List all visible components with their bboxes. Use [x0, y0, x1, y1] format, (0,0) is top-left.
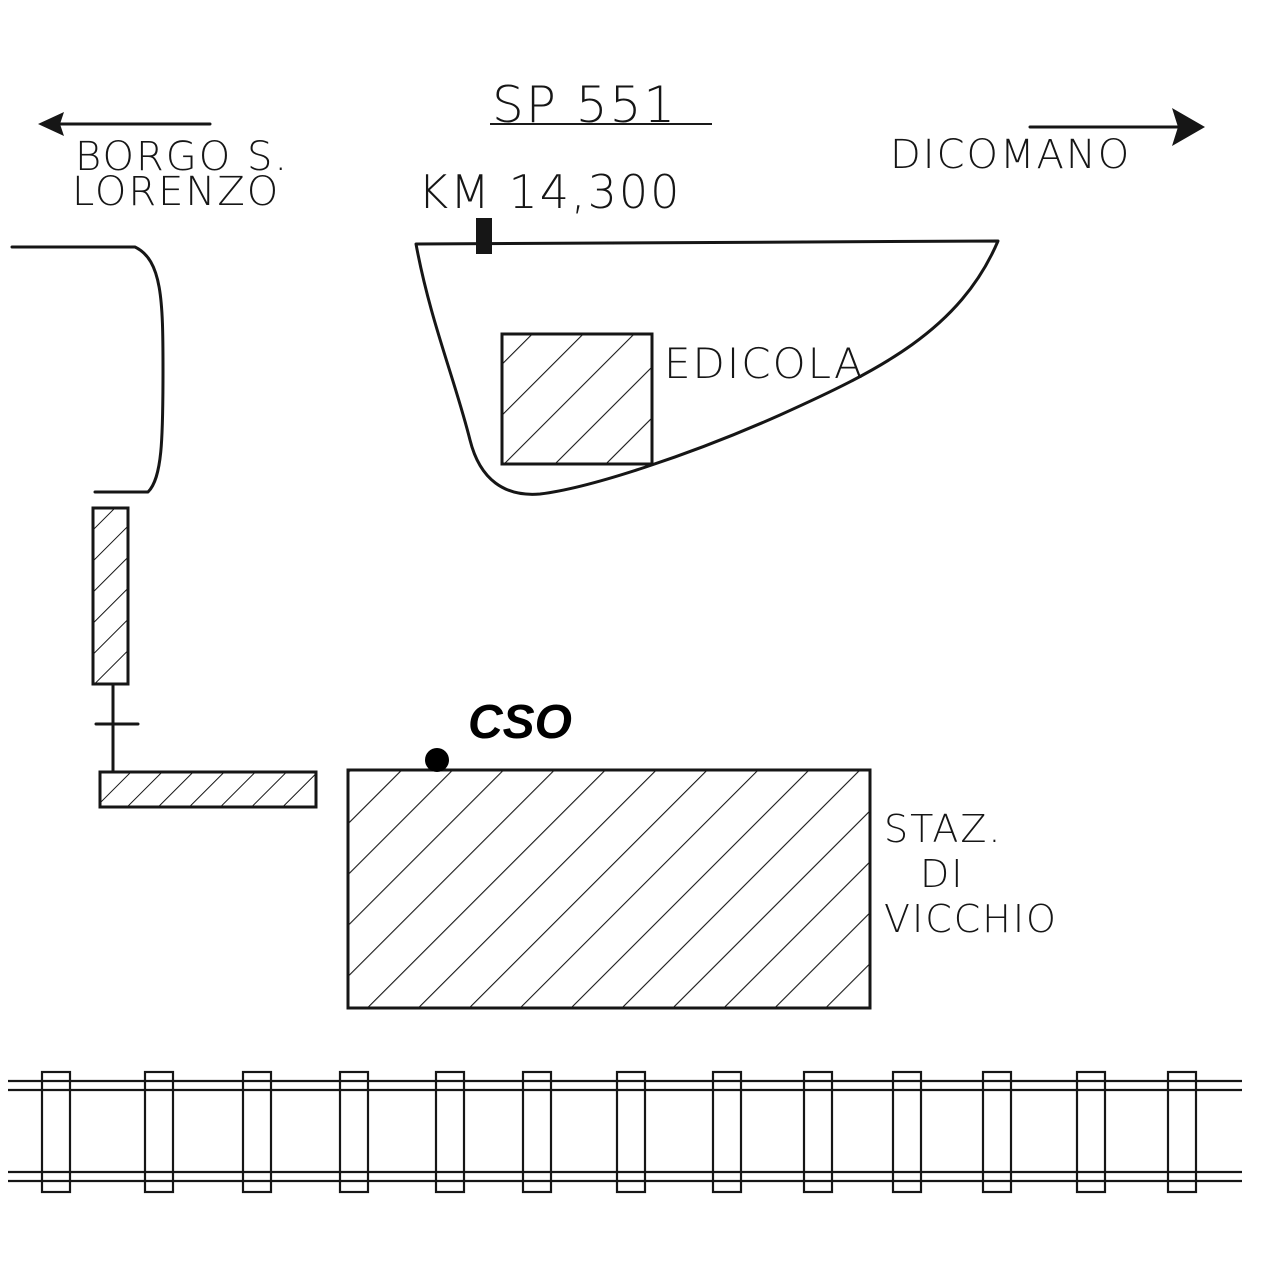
kiosk-label: EDICOLA [664, 339, 865, 388]
station-label-line1: STAZ. [884, 807, 1003, 851]
station-building [346, 768, 872, 1010]
point-label: CSO [468, 696, 572, 749]
station-label-line2: DI [920, 852, 964, 896]
right-direction-label: DICOMANO [890, 132, 1131, 178]
vertical-wall [91, 506, 130, 686]
traffic-island-outline [414, 239, 1000, 496]
filled-circle-icon [425, 748, 449, 772]
left-direction-line1: BORGO S. [75, 134, 289, 180]
railway-track [8, 1070, 1242, 1194]
kiosk-building [500, 332, 654, 466]
horizontal-wall [98, 770, 318, 809]
left-direction-line2: LORENZO [72, 169, 280, 215]
left-building-outline [10, 245, 165, 494]
km-marker-post [476, 218, 492, 254]
station-label-line3: VICCHIO [884, 897, 1058, 941]
arrow-right-icon [1028, 108, 1205, 146]
km-marker-label: KM 14,300 [418, 165, 681, 219]
arrow-left-icon [38, 112, 212, 136]
road-title: SP 551 [492, 76, 677, 134]
